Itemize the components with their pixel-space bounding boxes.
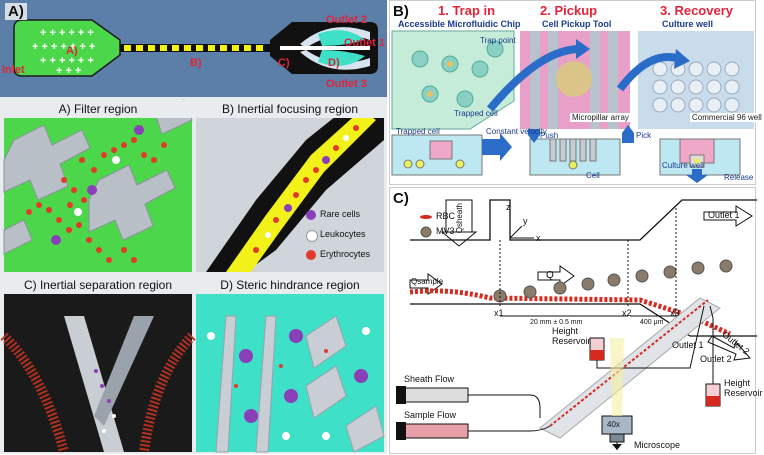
inlet-label: Inlet: [2, 64, 25, 76]
step1-title: 1. Trap in: [438, 3, 496, 18]
commercial-label: Commercial 96 well: [690, 113, 764, 122]
cell-label: Cell: [586, 171, 600, 180]
step1-subtitle: Accessible Microfluidic Chip: [398, 19, 521, 29]
panel-c: C): [389, 187, 763, 454]
outlet2-label: Outlet 2: [326, 14, 367, 26]
region-a-label: A): [66, 45, 78, 57]
rbc-label: RBC: [436, 211, 456, 221]
outlet1-label: Outlet 1: [344, 37, 385, 49]
svg-text:+ + + + + +: + + + + + +: [40, 55, 94, 67]
distance1-label: 20 mm ± 0.5 mm: [530, 319, 583, 326]
axis-x: x: [536, 233, 541, 243]
height-reservoir1-label: Height Reservoir: [552, 326, 591, 346]
axis-z: z: [506, 202, 511, 212]
steric-region-title: D) Steric hindrance region: [196, 276, 384, 294]
leukocyte-icon: [306, 230, 318, 242]
sample-flow-label: Sample Flow: [404, 410, 457, 420]
trap-point-label: Trap point: [480, 36, 516, 45]
panel-a: + + + + + + + + + + + + + + + + + + + + …: [0, 0, 387, 454]
svg-text:+ + + + + + +: + + + + + + +: [32, 41, 95, 53]
x1-label: x1: [494, 308, 504, 318]
rare-cell-icon: [306, 210, 316, 220]
panel-c-label: C): [393, 190, 409, 207]
step3-title: 3. Recovery: [660, 3, 733, 18]
panel-c-drawing: [396, 199, 757, 450]
filter-region-title: A) Filter region: [4, 100, 192, 118]
step2-title: 2. Pickup: [540, 3, 598, 18]
micropillar-label: Micropillar array: [570, 113, 631, 122]
panel-b-drawing: [391, 30, 754, 183]
svg-text:+ + + + + +: + + + + + +: [40, 27, 94, 39]
push-label: Push: [540, 131, 559, 140]
qsample-label: Qsample: [411, 277, 444, 286]
pick-label: Pick: [636, 131, 652, 140]
release-label: Release: [724, 173, 754, 182]
panel-a-label: A): [5, 3, 27, 20]
step3-subtitle: Culture well: [662, 19, 714, 29]
focusing-region-title: B) Inertial focusing region: [196, 100, 384, 118]
legend-rare: Rare cells: [320, 209, 361, 219]
region-d-label: D): [328, 57, 340, 69]
qsheath-label: Qsheath: [455, 203, 464, 234]
outlet1b-label: Outlet 1: [672, 340, 704, 350]
magnification-label: 40x: [607, 420, 620, 429]
steric-region-panel: D) Steric hindrance region: [196, 276, 385, 453]
focusing-region-drawing: [206, 100, 384, 272]
mv3-label: MV3: [436, 226, 455, 236]
focusing-region-panel: B) Inertial focusing region Rare cells L…: [196, 100, 384, 272]
panel-b-label: B): [393, 3, 409, 20]
trapped-cell2-label: Trapped cell: [396, 127, 440, 136]
separation-region-panel: C) Inertial separation region: [0, 276, 196, 454]
separation-region-title: C) Inertial separation region: [4, 276, 192, 294]
legend-ery: Erythrocytes: [320, 249, 371, 259]
culture-well-label: Culture well: [662, 161, 704, 170]
outlet2b-label: Outlet 2: [700, 354, 732, 364]
filter-region-panel: A) Filter region: [3, 99, 193, 272]
height-reservoir2-label: Height Reservoir: [724, 378, 763, 398]
filter-region-drawing: [3, 99, 193, 263]
legend-leuko: Leukocytes: [320, 229, 366, 239]
panel-b: B) 1. Trap in 2. Pickup 3. Recovery Acce…: [389, 0, 764, 185]
microscope-label: Microscope: [634, 440, 681, 450]
separation-region-drawing: [0, 316, 196, 454]
distance2-label: 400 μm: [640, 319, 664, 326]
legend: Rare cells Leukocytes Erythrocytes: [304, 208, 382, 268]
region-c-label: C): [278, 57, 290, 69]
outlet1-label-c: Outlet 1: [708, 210, 740, 220]
x2-label: x2: [622, 308, 632, 318]
axis-y: y: [523, 216, 528, 226]
chip-overview: + + + + + + + + + + + + + + + + + + + + …: [0, 0, 387, 97]
region-b-label: B): [190, 57, 202, 69]
x3-label: x3: [670, 308, 680, 318]
outlet3-label: Outlet 3: [326, 78, 367, 90]
step2-subtitle: Cell Pickup Tool: [542, 19, 612, 29]
erythrocyte-icon: [306, 250, 316, 260]
chip-drawing: + + + + + + + + + + + + + + + + + + + + …: [13, 19, 378, 77]
q-label: Q: [546, 270, 554, 281]
steric-region-drawing: [207, 315, 385, 453]
constant-velocity-label: Constant velocity: [486, 127, 547, 136]
svg-text:+ + +: + + +: [56, 65, 81, 77]
trapped-cell-label: Trapped cell: [454, 109, 498, 118]
sheath-flow-label: Sheath Flow: [404, 374, 455, 384]
